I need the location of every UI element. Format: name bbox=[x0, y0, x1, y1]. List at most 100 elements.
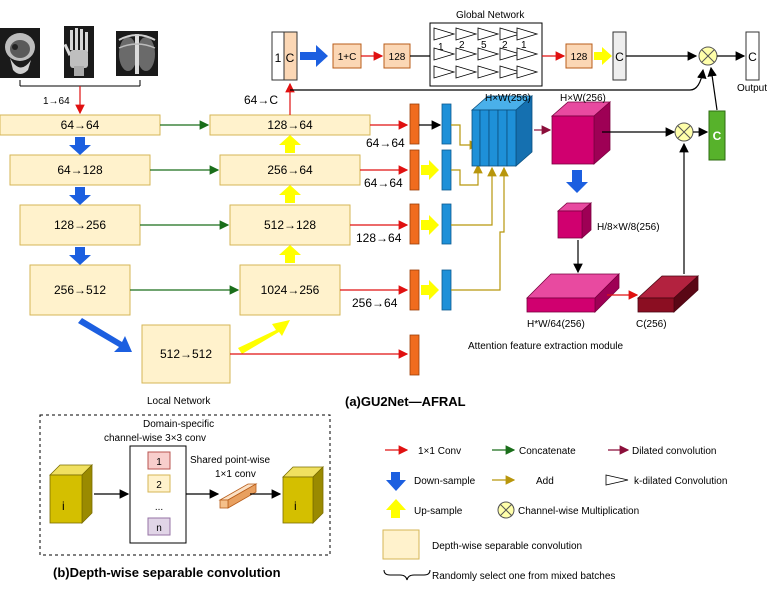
global-downsample-arrow bbox=[300, 45, 328, 67]
channel-ellipsis: ... bbox=[155, 502, 163, 513]
encoder-block-4 bbox=[29, 264, 131, 316]
legend-dilated-label: Dilated convolution bbox=[632, 446, 717, 457]
global-c-label: C bbox=[615, 50, 624, 64]
k-dilation-5: 1 bbox=[521, 40, 527, 51]
cube-label: H×W(256) bbox=[560, 93, 606, 104]
legend-upsample-label: Up-sample bbox=[414, 506, 463, 517]
side-conv-label-1: 64→64 bbox=[366, 136, 405, 150]
depthwise-input-label: i bbox=[62, 499, 65, 513]
green-c-label: C bbox=[713, 129, 722, 143]
local-network-title: Local Network bbox=[147, 396, 211, 407]
dark-red-slab bbox=[636, 275, 700, 313]
green-c-box bbox=[708, 110, 726, 161]
legend-random-label: Randomly select one from mixed batches bbox=[432, 571, 615, 582]
side-conv-label-2: 64→64 bbox=[364, 176, 403, 190]
channel-n-label: n bbox=[156, 523, 162, 534]
k-dilation-2: 2 bbox=[459, 40, 465, 51]
local-to-global-label: 64→C bbox=[244, 93, 278, 107]
chest-xray-image bbox=[116, 31, 158, 76]
legend-multiply-icon bbox=[497, 501, 515, 519]
global-plus-c-label: 1+C bbox=[338, 52, 357, 63]
legend-downsample-icon bbox=[386, 472, 406, 491]
feature-stack bbox=[470, 95, 534, 167]
output-c-box bbox=[745, 31, 760, 81]
channel-2 bbox=[147, 474, 171, 493]
global-128-right-label: 128 bbox=[571, 52, 588, 63]
depthwise-panel bbox=[39, 414, 331, 556]
encoder-block-2 bbox=[9, 154, 151, 186]
legend-concat-label: Concatenate bbox=[519, 446, 576, 457]
encoder-block-1-label: 64→64 bbox=[61, 118, 100, 132]
encoder-column: 64→64 64→128 128→256 256→512 512→512 bbox=[0, 114, 231, 384]
decoder-block-1-label: 128→64 bbox=[267, 118, 313, 132]
bottleneck-block bbox=[141, 324, 231, 384]
legend-upsample-icon bbox=[386, 499, 406, 518]
dark-slab-label: C(256) bbox=[636, 319, 667, 330]
global-128-left-box bbox=[383, 43, 411, 69]
blue-feature-bars bbox=[441, 103, 452, 311]
magenta-cube bbox=[550, 101, 612, 165]
caption-a: (a)GU2Net—AFRAL bbox=[345, 394, 466, 409]
side-conv-label-4: 256→64 bbox=[352, 296, 398, 310]
input-connector bbox=[19, 80, 141, 115]
decoder-block-3 bbox=[229, 204, 351, 246]
depthwise-input-tensor bbox=[49, 464, 93, 524]
encoder-block-3-label: 128→256 bbox=[54, 218, 106, 232]
encoder-block-3 bbox=[19, 204, 141, 246]
decoder-block-4-label: 1024→256 bbox=[261, 283, 320, 297]
legend-downsample-label: Down-sample bbox=[414, 476, 476, 487]
channel-2-label: 2 bbox=[156, 480, 162, 491]
decoder-block-2-label: 256→64 bbox=[267, 163, 313, 177]
channelwise-title-1: Domain-specific bbox=[143, 419, 214, 430]
legend-conv-label: 1×1 Conv bbox=[418, 446, 461, 457]
global-concat-block bbox=[271, 31, 298, 81]
legend-add-label: Add bbox=[536, 476, 554, 487]
side-conv-arrows bbox=[230, 120, 409, 359]
input-conv-label: 1→64 bbox=[43, 96, 70, 107]
global-upsample-arrow bbox=[594, 47, 612, 65]
legend-depthwise-swatch bbox=[382, 529, 420, 560]
legend-depthwise-label: Depth-wise separable convolution bbox=[432, 541, 582, 552]
k-dilated-block bbox=[429, 22, 543, 87]
attention-module-label: Attention feature extraction module bbox=[468, 341, 624, 352]
channel-multiply-icon bbox=[674, 122, 694, 142]
decoder-block-4 bbox=[239, 264, 341, 316]
green-to-global-multiply-arrow bbox=[707, 66, 718, 111]
global-128-right-box bbox=[565, 43, 593, 69]
legend: 1×1 Conv Concatenate Dilated convolution… bbox=[382, 445, 727, 582]
channel-1 bbox=[147, 451, 171, 470]
small-magenta-cube bbox=[556, 202, 593, 239]
channelwise-title-2: channel-wise 3×3 conv bbox=[104, 433, 206, 444]
attention-downsample-arrow bbox=[566, 170, 588, 193]
downsample-arrows bbox=[69, 137, 132, 352]
flat-magenta-slab bbox=[526, 273, 620, 313]
channel-1-label: 1 bbox=[156, 457, 162, 468]
concat-c-label: C bbox=[286, 51, 295, 65]
pointwise-kernel bbox=[218, 483, 258, 509]
channel-n bbox=[147, 517, 171, 536]
orange-conv-bars bbox=[409, 103, 420, 376]
output-label: Output bbox=[737, 83, 767, 94]
caption-b: (b)Depth-wise separable convolution bbox=[53, 565, 281, 580]
encoder-block-2-label: 64→128 bbox=[57, 163, 103, 177]
encoder-block-4-label: 256→512 bbox=[54, 283, 106, 297]
side-conv-label-3: 128→64 bbox=[356, 231, 402, 245]
stack-label: H×W(256) bbox=[485, 93, 531, 104]
depthwise-output-label: i bbox=[294, 499, 297, 513]
global-128-left-label: 128 bbox=[389, 52, 406, 63]
legend-kdilated-label: k-dilated Convolution bbox=[634, 476, 727, 487]
legend-multiply-label: Channel-wise Multiplication bbox=[518, 506, 639, 517]
depthwise-output-tensor bbox=[282, 466, 324, 524]
small-cube-label: H/8×W/8(256) bbox=[597, 222, 660, 233]
upsample-arrows bbox=[238, 135, 301, 354]
add-arrows bbox=[451, 124, 509, 291]
orange-to-blue-arrows bbox=[419, 120, 442, 300]
pointwise-title-2: 1×1 conv bbox=[215, 469, 256, 480]
hand-xray-image bbox=[63, 26, 94, 78]
skull-xray-image bbox=[0, 28, 40, 78]
decoder-block-2 bbox=[219, 154, 361, 186]
output-c-label: C bbox=[748, 50, 757, 64]
concat-one-label: 1 bbox=[275, 51, 282, 65]
global-network-title: Global Network bbox=[456, 10, 525, 21]
